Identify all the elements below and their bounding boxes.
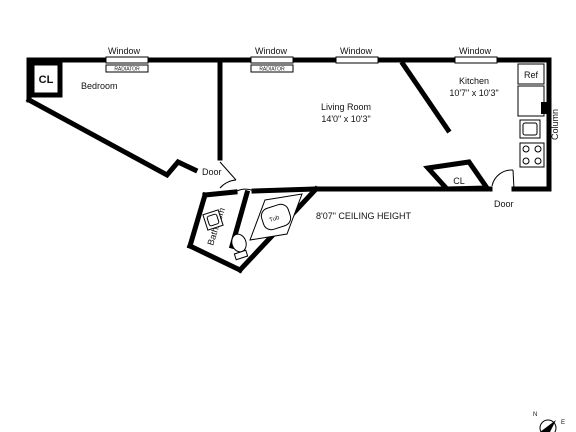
room-size-kitchen: 10'7" x 10'3" (449, 88, 498, 98)
kitchen-sink (519, 119, 541, 139)
closet-label-bedroom: CL (39, 74, 54, 86)
closet-label-living: CL (453, 176, 465, 186)
room-size-living: 14'0" x 10'3" (321, 114, 370, 124)
bathtub: Tub (249, 193, 303, 241)
bathroom-sink (202, 209, 224, 231)
door-bathroom (234, 188, 255, 193)
compass-north: N (533, 412, 537, 418)
radiator-label: RADIATOR (114, 67, 140, 73)
ceiling-height-note: 8'07" CEILING HEIGHT (316, 211, 411, 221)
door-bedroom: Door (202, 161, 237, 189)
room-label-kitchen: Kitchen (459, 76, 489, 86)
window-bedroom: Window (105, 46, 149, 64)
window-label: Window (340, 46, 373, 56)
door-label: Door (202, 167, 222, 177)
toilet (231, 233, 249, 261)
column (541, 102, 549, 114)
tub-label: Tub (269, 215, 281, 224)
kitchen-fixtures: Ref Column (517, 63, 560, 168)
bathroom-fixtures: Tub (202, 193, 303, 261)
stove (519, 142, 545, 168)
compass: N E (533, 412, 565, 432)
window-label: Window (459, 46, 492, 56)
column-label: Column (550, 109, 560, 140)
window-living-left: Window (250, 46, 294, 64)
door-entry: Door (491, 169, 515, 209)
room-label-bedroom: Bedroom (81, 81, 118, 91)
room-label-living: Living Room (321, 102, 371, 112)
refrigerator: Ref (517, 63, 545, 85)
window-label: Window (255, 46, 288, 56)
window-kitchen: Window (454, 46, 498, 64)
windows: Window Window Window Window (105, 46, 498, 64)
compass-east: E (561, 420, 565, 426)
doors: Door Door (202, 161, 515, 209)
compass-arrow-icon (540, 420, 556, 432)
window-living-right: Window (335, 46, 379, 64)
refrigerator-label: Ref (524, 70, 539, 80)
radiators: RADIATOR RADIATOR (105, 64, 294, 73)
door-label: Door (494, 199, 514, 209)
radiator-living: RADIATOR (250, 64, 294, 73)
counter (517, 85, 545, 117)
radiator-bedroom: RADIATOR (105, 64, 149, 73)
radiator-label: RADIATOR (259, 67, 285, 73)
window-label: Window (108, 46, 141, 56)
